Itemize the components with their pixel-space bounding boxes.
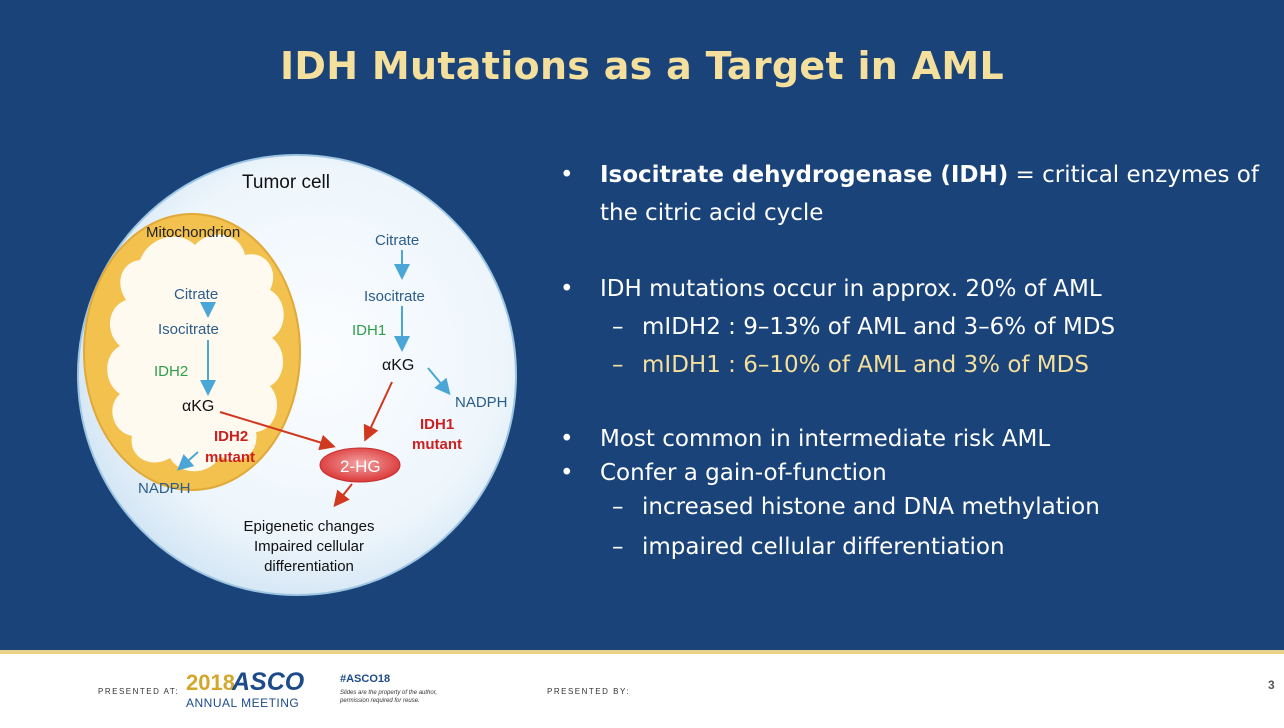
page-number: 3 xyxy=(1268,678,1275,692)
bullet-1-rest: = critical enzymes of xyxy=(1008,162,1259,188)
cyto-nadph: NADPH xyxy=(455,394,508,411)
slide-title: IDH Mutations as a Target in AML xyxy=(279,44,1005,88)
footer-divider xyxy=(0,650,1284,654)
tumor-cell-label: Tumor cell xyxy=(242,172,330,193)
hashtag: #ASCO18 xyxy=(340,673,391,685)
presented-at-label: PRESENTED AT: xyxy=(98,687,180,696)
bullet-4: Confer a gain-of-function xyxy=(600,460,887,486)
mito-nadph: NADPH xyxy=(138,480,191,497)
sub-bullet-dash: – xyxy=(612,314,624,340)
bullet-2-sub-1: mIDH2 : 9–13% of AML and 3–6% of MDS xyxy=(642,314,1116,340)
mitochondrion-inner xyxy=(107,234,284,472)
slide-background: IDH Mutations as a Target in AML xyxy=(0,0,1284,650)
outcome-line-3: differentiation xyxy=(264,558,354,575)
2hg-label: 2-HG xyxy=(340,457,381,476)
cyto-idh1-mutant-1: IDH1 xyxy=(420,416,455,433)
sub-bullet-dash: – xyxy=(612,534,624,560)
mito-idh2-mutant-1: IDH2 xyxy=(214,428,249,445)
bullet-1-bold: Isocitrate dehydrogenase (IDH) xyxy=(600,162,1009,188)
cyto-idh1-mutant-2: mutant xyxy=(412,436,462,453)
mito-citrate: Citrate xyxy=(174,286,219,303)
outcome-line-2: Impaired cellular xyxy=(253,538,365,555)
idh-pathway-diagram xyxy=(77,154,517,596)
2hg-ellipse xyxy=(319,447,401,483)
presented-by-label: PRESENTED BY: xyxy=(547,687,631,696)
cyto-isocitrate: Isocitrate xyxy=(364,288,425,305)
bullet-4-sub-1: increased histone and DNA methylation xyxy=(642,494,1100,520)
bullet-dot: • xyxy=(560,460,574,486)
bullet-dot: • xyxy=(560,162,574,188)
sub-bullet-dash: – xyxy=(612,352,624,378)
asco-logo-org: ASCO xyxy=(232,668,305,696)
bullet-4-sub-2: impaired cellular differentiation xyxy=(642,534,1005,560)
cyto-idh1-enzyme: IDH1 xyxy=(352,322,387,339)
mitochondrion-label: Mitochondrion xyxy=(146,224,241,241)
bullet-2: IDH mutations occur in approx. 20% of AM… xyxy=(600,276,1102,302)
cyto-citrate: Citrate xyxy=(375,232,420,249)
asco-logo-meeting: ANNUAL MEETING xyxy=(186,696,300,710)
asco-logo: 2018 ASCO ANNUAL MEETING xyxy=(186,668,326,710)
bullet-2-sub-2: mIDH1 : 6–10% of AML and 3% of MDS xyxy=(642,352,1089,378)
disclaimer-line-1: Slides are the property of the author, xyxy=(340,690,438,696)
outcome-line-1: Epigenetic changes xyxy=(243,518,375,535)
disclaimer-line-2: permission required for reuse. xyxy=(340,698,420,704)
mito-akg: αKG xyxy=(182,398,215,415)
footer: PRESENTED AT: 2018 ASCO ANNUAL MEETING #… xyxy=(0,654,1284,728)
mito-isocitrate: Isocitrate xyxy=(158,321,219,338)
asco-logo-year: 2018 xyxy=(186,670,235,695)
cyto-akg: αKG xyxy=(382,357,415,374)
bullet-dot: • xyxy=(560,276,574,302)
bullet-dot: • xyxy=(560,426,574,452)
sub-bullet-dash: – xyxy=(612,494,624,520)
mito-idh2-mutant-2: mutant xyxy=(205,449,255,466)
mito-idh2-enzyme: IDH2 xyxy=(154,363,189,380)
bullet-1-line2: the citric acid cycle xyxy=(600,200,824,226)
bullet-3: Most common in intermediate risk AML xyxy=(600,426,1051,452)
